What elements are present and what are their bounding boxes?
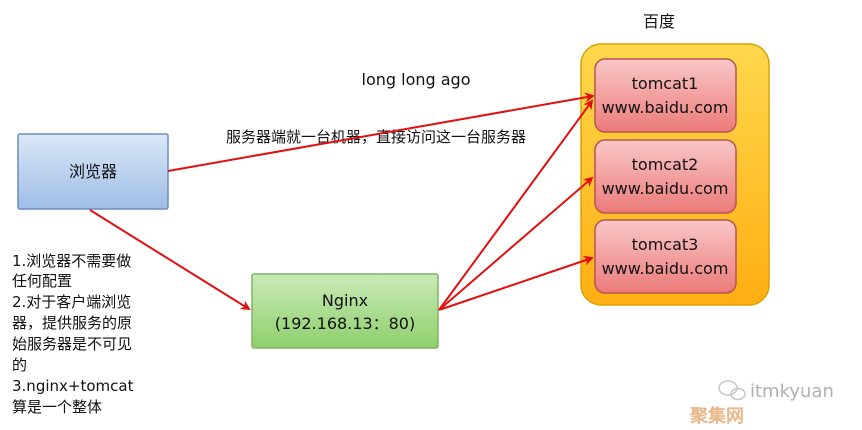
- browser-node: 浏览器: [17, 133, 169, 210]
- connection-arrows: [89, 92, 595, 311]
- top-label: long long ago: [362, 70, 471, 89]
- nginx-label-line1: Nginx: [322, 291, 368, 310]
- server-cluster: tomcat1 www.baidu.com tomcat2 www.baidu.…: [580, 43, 770, 306]
- server-domain: www.baidu.com: [602, 179, 729, 198]
- watermark-handle: itmkyuan: [750, 381, 834, 402]
- note-line: 器，提供服务的原: [12, 314, 132, 332]
- note-line: 任何配置: [12, 272, 72, 290]
- nginx-node: Nginx (192.168.13：80): [251, 273, 439, 349]
- diagram-title: 百度: [643, 12, 675, 31]
- arrow-nginx-to-tomcat1: [438, 99, 594, 311]
- server-tomcat2: tomcat2 www.baidu.com: [594, 139, 737, 214]
- server-name: tomcat1: [632, 74, 699, 93]
- browser-label: 浏览器: [69, 162, 117, 181]
- note-line: 算是一个整体: [12, 398, 102, 416]
- nginx-label-line2: (192.168.13：80): [275, 314, 415, 333]
- watermark-site: 聚集网: [689, 405, 744, 427]
- middle-label: 服务器端就一台机器，直接访问这一台服务器: [226, 128, 526, 146]
- arrow-nginx-to-tomcat2: [438, 176, 594, 311]
- server-domain: www.baidu.com: [602, 259, 729, 278]
- arrow-nginx-to-tomcat3: [438, 255, 594, 311]
- server-tomcat3: tomcat3 www.baidu.com: [594, 219, 737, 294]
- server-name: tomcat2: [632, 155, 699, 174]
- note-line: 始服务器是不可见: [12, 335, 132, 353]
- arrow-browser-to-nginx: [89, 209, 251, 311]
- note-line: 3.nginx+tomcat: [12, 377, 134, 395]
- note-line: 1.浏览器不需要做: [12, 252, 131, 270]
- notes-block: 1.浏览器不需要做 任何配置 2.对于客户端浏览 器，提供服务的原 始服务器是不…: [12, 252, 134, 416]
- note-line: 的: [12, 356, 27, 374]
- watermark: itmkyuan 聚集网: [689, 380, 834, 427]
- server-name: tomcat3: [632, 235, 699, 254]
- note-line: 2.对于客户端浏览: [12, 293, 131, 311]
- server-tomcat1: tomcat1 www.baidu.com: [594, 58, 737, 133]
- wechat-icon: [718, 380, 746, 401]
- arrow-browser-to-tomcat1: [167, 92, 595, 172]
- server-domain: www.baidu.com: [602, 98, 729, 117]
